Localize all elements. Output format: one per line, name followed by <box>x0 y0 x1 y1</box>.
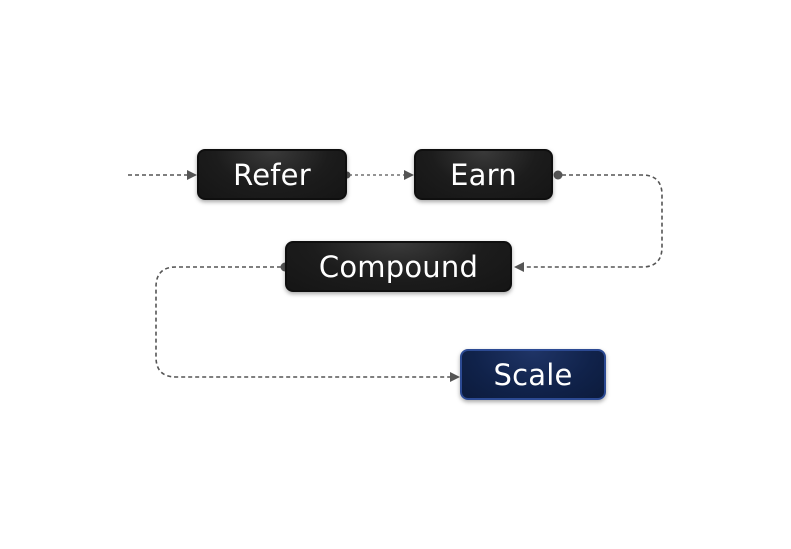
edge-dot-earn <box>553 170 563 180</box>
node-refer-label: Refer <box>233 157 311 192</box>
node-scale-label: Scale <box>493 357 573 392</box>
node-earn-label: Earn <box>450 157 517 192</box>
node-refer: Refer <box>197 149 347 200</box>
node-earn: Earn <box>414 149 553 200</box>
edge-compound-to-scale <box>155 266 460 382</box>
node-scale: Scale <box>460 349 606 400</box>
node-compound: Compound <box>285 241 512 292</box>
node-compound-label: Compound <box>318 249 479 284</box>
